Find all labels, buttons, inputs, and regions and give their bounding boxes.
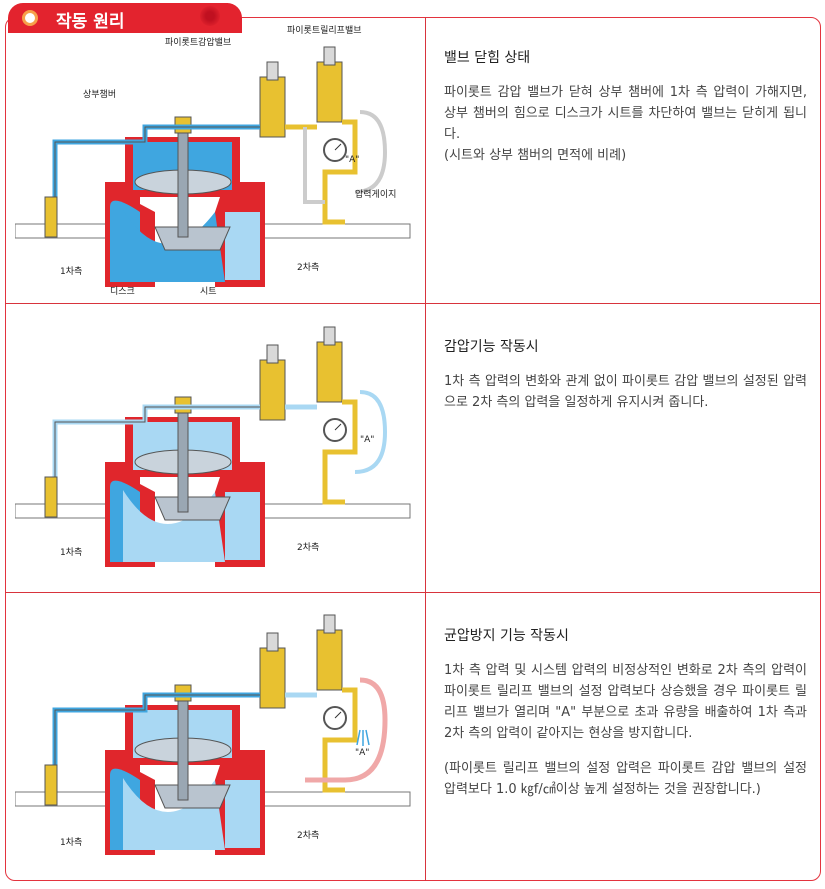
panel-2-body: 1차 측 압력의 변화와 관계 없이 파이롯트 감압 밸브의 설정된 압력으로 … xyxy=(444,374,807,410)
label-inlet: 1차측 xyxy=(60,265,82,277)
label-outlet: 2차측 xyxy=(297,541,319,553)
label-disc: 디스크 xyxy=(110,286,135,297)
panel-3-title: 균압방지 기능 작동시 xyxy=(444,628,569,644)
label-outlet: 2차측 xyxy=(297,261,319,273)
panel-1-title: 밸브 닫힘 상태 xyxy=(444,50,531,66)
label-pilot-reducing: 파이롯트감압밸브 xyxy=(165,36,231,48)
label-point-a: "A" xyxy=(360,435,374,445)
valve-diagram-closed: 파이롯트감압밸브 파이롯트릴리프밸브 상부챔버 압력게이지 "A" 1차측 2차… xyxy=(15,25,411,297)
panel-1-text: 파이롯트 감압 밸브가 닫혀 상부 챔버에 1차 측 압력이 가해지면, 상부 … xyxy=(444,85,807,142)
label-point-a: "A" xyxy=(355,748,369,758)
label-inlet: 1차측 xyxy=(60,836,82,848)
label-pilot-relief: 파이롯트릴리프밸브 xyxy=(287,25,362,36)
content-frame xyxy=(5,17,821,881)
header-title: 작동 원리 xyxy=(56,12,125,32)
label-inlet: 1차측 xyxy=(60,546,82,558)
row-divider-1 xyxy=(5,303,821,304)
header-tab: 작동 원리 xyxy=(8,3,242,33)
tab-glow-icon xyxy=(200,6,220,26)
panel-3-note: (파이롯트 릴리프 밸브의 설정 압력은 파이롯트 감압 밸브의 설정 압력보다… xyxy=(444,761,807,797)
label-upper-chamber: 상부챔버 xyxy=(83,88,116,100)
panel-3-text: 1차 측 압력 및 시스템 압력의 비정상적인 변화로 2차 측의 압력이 파이… xyxy=(444,663,807,741)
label-gauge: 압력게이지 xyxy=(355,188,396,200)
row-divider-2 xyxy=(5,592,821,593)
label-seat: 시트 xyxy=(200,286,217,297)
panel-3-body: 1차 측 압력 및 시스템 압력의 비정상적인 변화로 2차 측의 압력이 파이… xyxy=(444,660,807,800)
label-point-a: "A" xyxy=(345,155,359,165)
panel-2-title: 감압기능 작동시 xyxy=(444,339,539,355)
label-outlet: 2차측 xyxy=(297,829,319,841)
column-divider xyxy=(425,17,426,881)
bullet-icon xyxy=(22,10,38,26)
panel-1-note: (시트와 상부 챔버의 면적에 비례) xyxy=(444,148,627,163)
valve-diagram-reducing: "A" 1차측 2차측 xyxy=(15,326,411,567)
panel-1-body: 파이롯트 감압 밸브가 닫혀 상부 챔버에 1차 측 압력이 가해지면, 상부 … xyxy=(444,82,807,166)
valve-diagram-relief: "A" 1차측 2차측 xyxy=(15,614,411,855)
